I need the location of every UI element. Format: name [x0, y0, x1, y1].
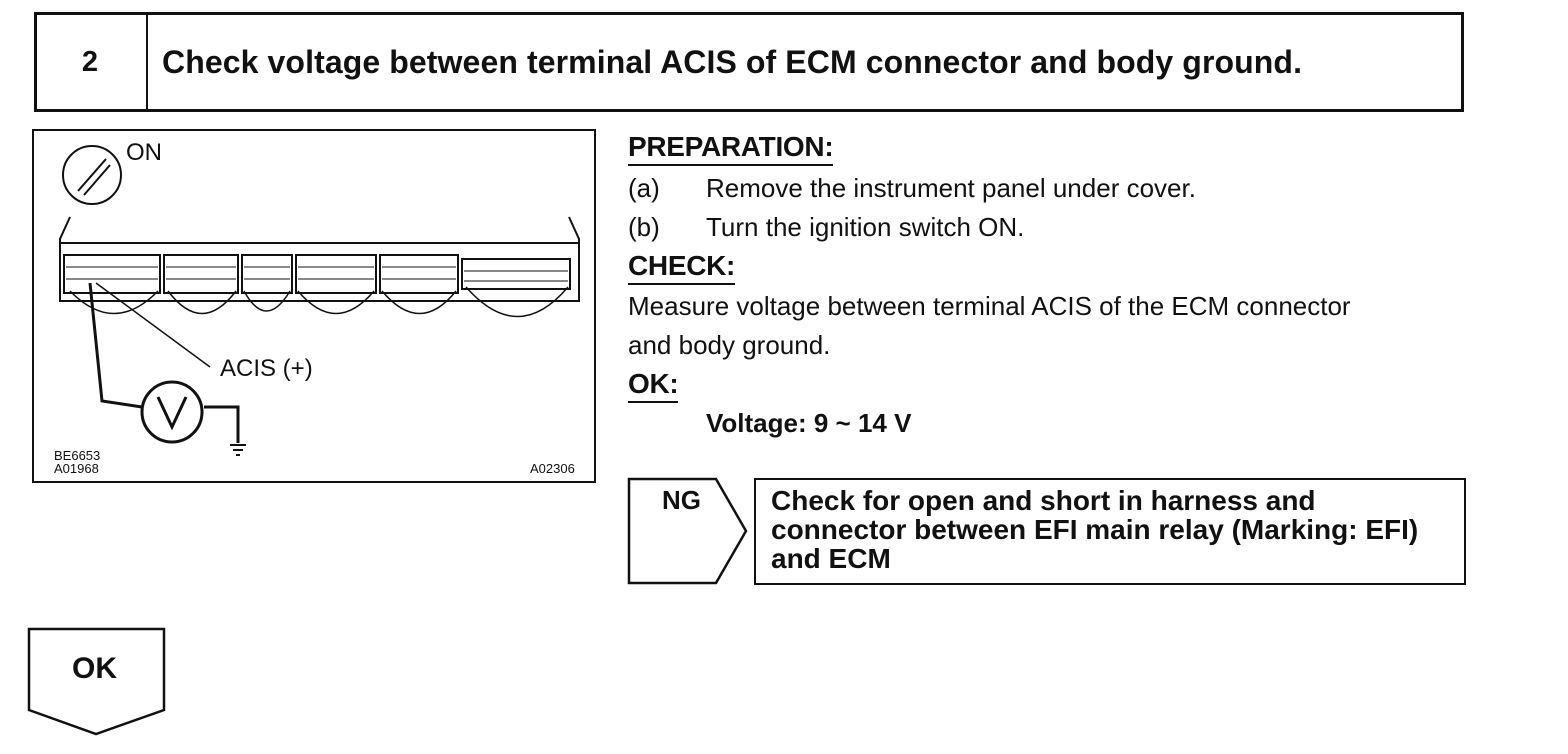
ng-action-text: Check for open and short in harness and … — [771, 485, 1419, 574]
preparation-a-marker: (a) — [628, 173, 660, 203]
check-heading: CHECK: — [628, 250, 735, 285]
preparation-b-text: Turn the ignition switch ON. — [706, 212, 1025, 242]
ignition-key-icon — [62, 145, 122, 205]
ok-voltage-spec: Voltage: 9 ~ 14 V — [706, 408, 912, 438]
step-header-box — [34, 12, 1464, 112]
ng-action-box — [754, 478, 1466, 585]
ignition-on-label: ON — [126, 139, 162, 166]
step-title: Check voltage between terminal ACIS of E… — [162, 44, 1303, 80]
figure-code-left-2: A01968 — [54, 461, 99, 476]
ok-arrow-label: OK — [72, 652, 117, 685]
wiring-diagram: ON ACIS (+) BE6653 A01968 A02306 — [32, 129, 596, 483]
step-number: 2 — [34, 12, 148, 112]
check-text-line-1: Measure voltage between terminal ACIS of… — [628, 291, 1351, 321]
ok-arrow-shape — [27, 627, 166, 736]
preparation-a-text: Remove the instrument panel under cover. — [706, 173, 1196, 203]
ng-label: NG — [662, 485, 701, 515]
ecm-connector-illustration — [59, 145, 580, 456]
figure-code-left-1: BE6653 — [54, 448, 101, 463]
ok-heading: OK: — [628, 368, 679, 403]
check-text-line-2: and body ground. — [628, 330, 831, 360]
ground-icon — [230, 444, 246, 456]
preparation-b-marker: (b) — [628, 212, 660, 242]
figure-code-right: A02306 — [530, 461, 575, 476]
acis-terminal-label: ACIS (+) — [220, 355, 313, 382]
ng-arrow-shape — [627, 477, 748, 585]
preparation-heading: PREPARATION: — [628, 131, 834, 166]
voltmeter-icon — [140, 380, 204, 444]
